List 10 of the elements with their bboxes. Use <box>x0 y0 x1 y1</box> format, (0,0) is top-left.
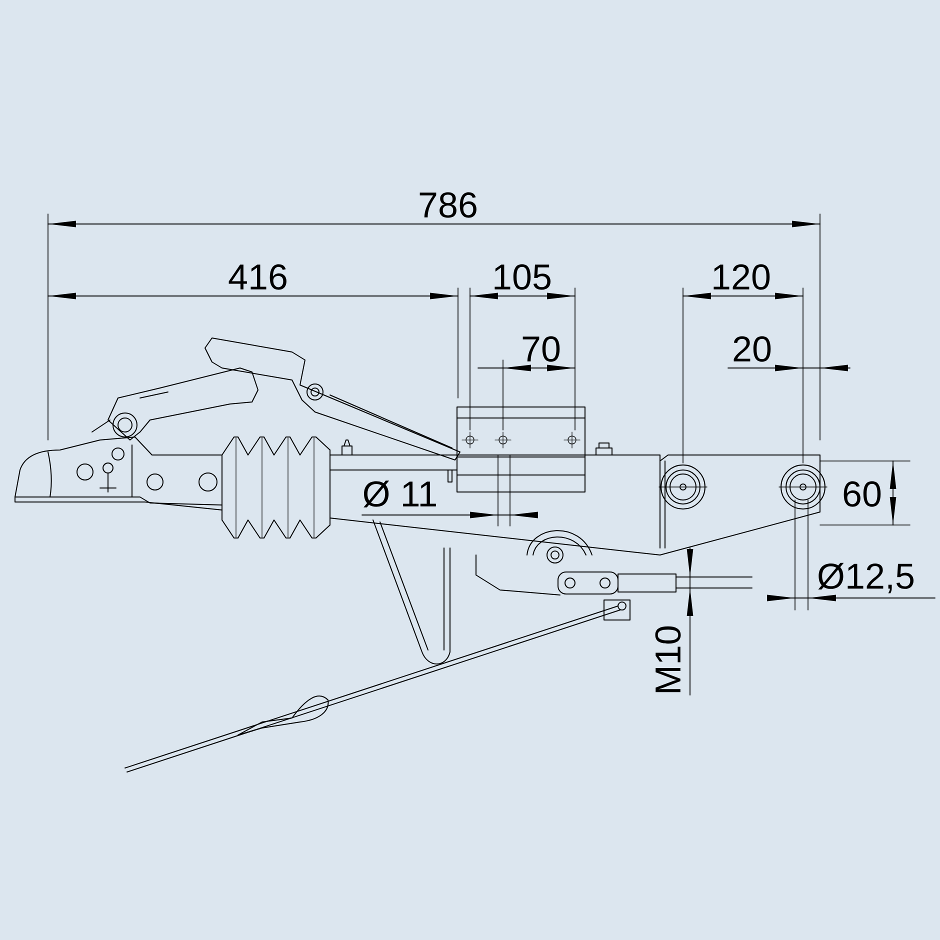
dimension-label: 105 <box>494 264 550 290</box>
dimension-label: 120 <box>714 264 770 290</box>
dimension-label: 70 <box>522 336 560 362</box>
dimension-label: Ø12,5 <box>818 562 914 594</box>
dimension-label: 20 <box>734 336 771 362</box>
dimension-label: 416 <box>228 264 286 290</box>
dimension-label: 786 <box>420 192 476 218</box>
dimension-label: 60 <box>844 481 881 507</box>
dimension-label: M10 <box>655 626 681 692</box>
dimension-label: Ø 11 <box>364 480 436 508</box>
